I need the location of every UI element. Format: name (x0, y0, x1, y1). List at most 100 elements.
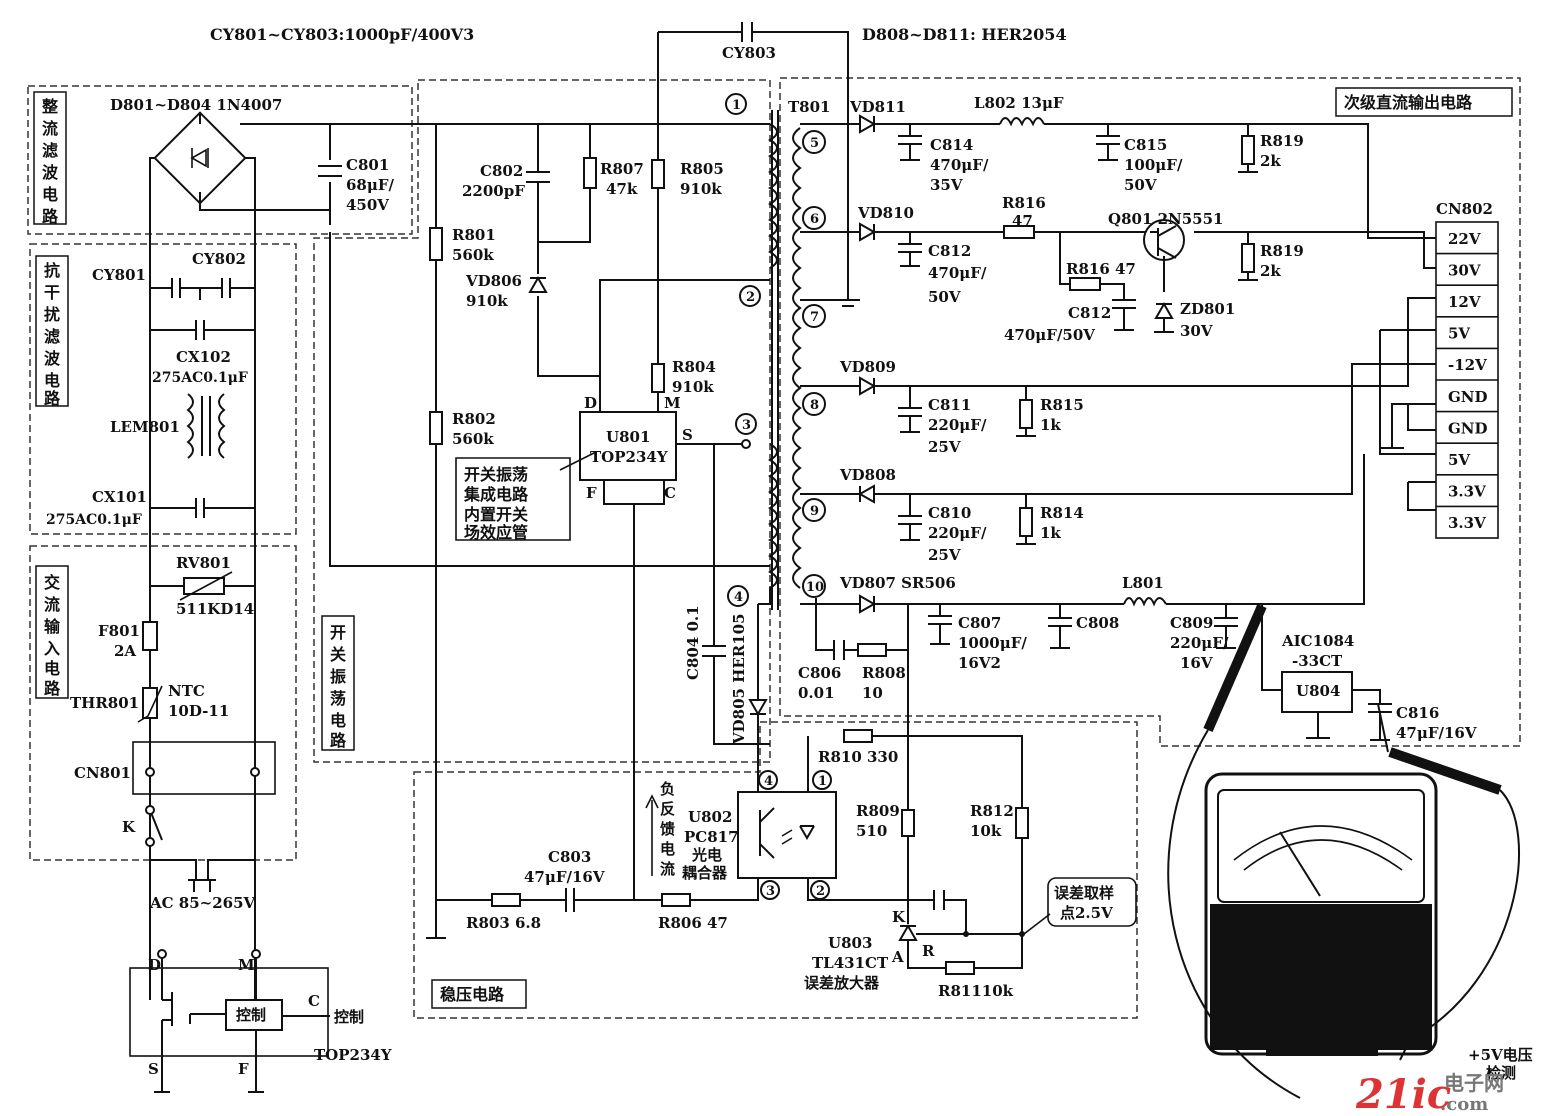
k-label: K (122, 818, 136, 836)
rv801-arrow (179, 571, 233, 601)
zd801-label: ZD801 (1180, 300, 1235, 318)
rv801-label: RV801 (176, 554, 231, 572)
cy801-label: CY801 (92, 266, 146, 284)
r814-label: R814 (1040, 504, 1084, 522)
r806-label: R806 47 (658, 914, 728, 932)
cn802-pin-label: GND (1448, 419, 1488, 437)
r808-value: 10 (862, 684, 883, 702)
vd810-symbol (859, 222, 877, 242)
r815-symbol (1019, 399, 1033, 429)
oscillator-label-box (321, 615, 355, 751)
svg-text:2: 2 (816, 884, 825, 899)
c815-value1: 100μF/ (1124, 156, 1183, 174)
c810-value2: 25V (928, 546, 961, 564)
svg-text:2: 2 (746, 290, 755, 305)
probe-red (1203, 604, 1267, 732)
pin-5: 5 (802, 130, 826, 154)
ac-label: AC 85~265V (149, 894, 256, 912)
r804-value: 910k (672, 378, 714, 396)
u803-tl431-symbol (898, 923, 918, 941)
r812-label: R812 (970, 802, 1014, 820)
svg-text:1: 1 (732, 98, 741, 113)
cn802-pin-label: GND (1448, 388, 1488, 406)
vd806-symbol (528, 275, 548, 293)
vd807-label: VD807 SR506 (839, 574, 956, 592)
emi-block (29, 243, 297, 535)
pin-2: 2 (739, 285, 761, 307)
zd801-value: 30V (1180, 322, 1213, 340)
out30-wire (800, 231, 1436, 269)
tl431-r: R (922, 942, 935, 960)
c807-symbol (928, 604, 952, 645)
measure-label: +5V电压检测 (1468, 1046, 1533, 1082)
u803-wires (907, 899, 1023, 969)
lem801-choke (186, 393, 226, 459)
c811-symbol (898, 386, 922, 433)
u801-callout (455, 451, 597, 541)
t801-core (771, 110, 779, 610)
f801-symbol (142, 621, 158, 651)
c801-value1: 68μF/ (346, 176, 395, 194)
svg-text:7: 7 (810, 310, 819, 325)
u802-light-arrows (781, 829, 793, 845)
r819a-wire (1238, 124, 1258, 173)
out-12-wire (800, 363, 1436, 495)
r811-symbol (945, 961, 975, 975)
watermark: 21ic (1355, 1071, 1451, 1116)
secondary-label: 次级直流输出电路 (1344, 93, 1473, 112)
u804-label: U804 (1296, 682, 1340, 700)
r815-label: R815 (1040, 396, 1084, 414)
c815-symbol (1096, 124, 1120, 161)
top-name-label: TOP234Y (314, 1046, 392, 1064)
u802-led-wires (807, 736, 908, 901)
pin-7: 7 (802, 304, 826, 328)
c809-symbol (1214, 604, 1238, 649)
tl431-cap (933, 890, 945, 910)
cx101-value: 275AC0.1μF (46, 512, 142, 528)
control-block (225, 999, 283, 1031)
cx101-label: CX101 (92, 488, 147, 506)
c811-value1: 220μF/ (928, 416, 987, 434)
r816b-c812b-wire (1059, 232, 1136, 331)
svg-text:4: 4 (764, 774, 773, 789)
c812a-value2: 50V (928, 288, 961, 306)
bridge-rectifier (153, 111, 247, 205)
r803-label: R803 6.8 (466, 914, 541, 932)
feedback-label: 负反馈电流 (659, 780, 675, 878)
cy803-label: CY803 (722, 44, 776, 62)
regulator-block (413, 721, 1138, 1019)
r819a-value: 2k (1260, 152, 1281, 170)
c802-symbol (526, 171, 550, 183)
r810-symbol (843, 729, 873, 743)
cy803-symbol (658, 22, 849, 300)
r814-symbol (1019, 507, 1033, 537)
u801-value: TOP234Y (590, 448, 668, 466)
ac-input-label-box (35, 565, 69, 699)
c808-label: C808 (1076, 614, 1119, 632)
r810-label: R810 330 (818, 748, 898, 766)
out22-wire (800, 123, 1436, 239)
top-s-label: S (148, 1060, 159, 1078)
c812a-label: C812 (928, 242, 971, 260)
r819a-label: R819 (1260, 132, 1304, 150)
r809-value: 510 (856, 822, 887, 840)
c810-value1: 220μF/ (928, 524, 987, 542)
r805-label: R805 (680, 160, 724, 178)
u804-chip (1281, 671, 1353, 713)
r811-label: R81110k (938, 982, 1014, 1000)
svg-text:8: 8 (810, 398, 819, 413)
pin-6: 6 (802, 206, 826, 230)
cn802-pin-label: 22V (1448, 230, 1481, 248)
r801-symbol (429, 227, 443, 261)
c812b-label: C812 (1068, 304, 1111, 322)
u802-pin-2: 2 (810, 880, 830, 900)
r807-symbol (583, 157, 597, 189)
out5v-bus (1379, 329, 1436, 455)
c809-label: C809 (1170, 614, 1213, 632)
u803-value: TL431CT (812, 954, 889, 972)
vd808-label: VD808 (839, 466, 896, 484)
cn802-label: CN802 (1436, 200, 1493, 218)
vd808-symbol (857, 484, 875, 504)
u802-value: PC817 (684, 828, 739, 846)
u801-callout-text: 开关振荡集成电路内置开关场效应管 (463, 465, 529, 542)
